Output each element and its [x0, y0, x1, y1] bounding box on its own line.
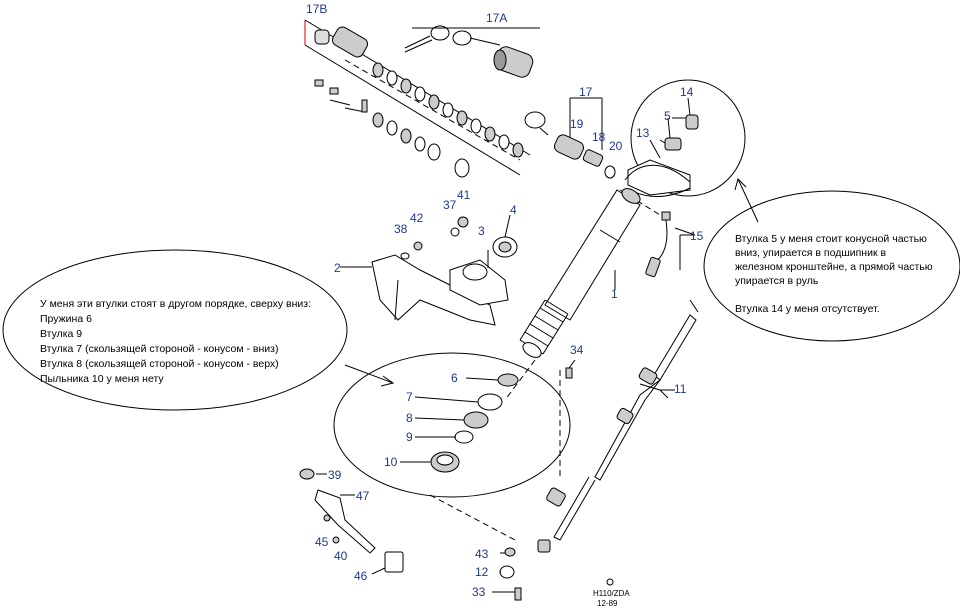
top-right-ellipse	[630, 79, 746, 197]
label-45: 45	[315, 535, 329, 549]
stamp-icon	[606, 578, 614, 586]
label-20: 20	[609, 139, 623, 153]
label-33: 33	[472, 585, 486, 599]
label-7: 7	[406, 390, 413, 404]
label-9: 9	[406, 430, 413, 444]
intermediate-shaft	[537, 299, 699, 553]
stamp-code: H110/ZDA	[593, 589, 630, 598]
label-17: 17	[579, 85, 593, 99]
label-37: 37	[443, 198, 457, 212]
label-10: 10	[384, 455, 398, 469]
label-47: 47	[356, 489, 370, 503]
bushing-group-ellipse	[333, 352, 571, 498]
label-46: 46	[354, 569, 368, 583]
right-note-line: Втулка 14 у меня отсутствует.	[735, 303, 880, 315]
right-note-ellipse	[703, 190, 960, 342]
steering-column-tube	[519, 188, 641, 358]
label-18: 18	[592, 130, 606, 144]
left-note-arrow	[344, 364, 395, 387]
right-note-line: железном кронштейне, а прямой частью	[735, 261, 933, 273]
part-labels: 17В 17А 17 19 18 20 14 5 13 15 41 37 42 …	[306, 2, 704, 599]
right-note-line	[735, 288, 933, 302]
left-note-ellipse	[2, 249, 348, 411]
left-note-line: Пыльника 10 у меня нету	[40, 373, 164, 385]
lower-bracket	[371, 216, 518, 326]
bolt-34	[565, 367, 573, 379]
lever-bracket	[299, 468, 404, 573]
label-40: 40	[334, 549, 348, 563]
assembly-dashed-lines	[344, 59, 661, 541]
label-1: 1	[611, 287, 618, 301]
label-3: 3	[478, 224, 485, 238]
label-34: 34	[570, 343, 584, 357]
stamp-date: 12-89	[597, 599, 618, 608]
label-14: 14	[680, 85, 694, 99]
right-note-line: упирается в руль	[735, 275, 819, 287]
label-42: 42	[410, 211, 424, 225]
label-41: 41	[457, 188, 471, 202]
label-8: 8	[406, 411, 413, 425]
left-note-line: Пружина 6	[40, 313, 92, 325]
left-note: У меня эти втулки стоят в другом порядке…	[40, 297, 311, 387]
label-43: 43	[475, 547, 489, 561]
label-11: 11	[674, 382, 687, 396]
label-12: 12	[475, 565, 489, 579]
label-17b: 17В	[306, 2, 327, 16]
label-19: 19	[570, 117, 584, 131]
label-6: 6	[451, 371, 458, 385]
leader-lines	[316, 97, 696, 593]
bushing-stack	[430, 373, 519, 473]
left-note-line: Втулка 7 (скользящей стороной - конусом …	[40, 343, 279, 355]
label-4: 4	[510, 203, 517, 217]
right-note-arrow	[734, 178, 759, 223]
right-note: Втулка 5 у меня стоит конусной частью вн…	[735, 232, 933, 316]
label-2: 2	[334, 261, 341, 275]
cable-harness	[645, 211, 671, 278]
right-note-line: вниз, упирается в подшипник в	[735, 247, 887, 259]
label-38: 38	[394, 222, 408, 236]
label-5: 5	[664, 109, 671, 123]
switch-parts	[524, 97, 616, 179]
label-17a: 17А	[486, 11, 507, 25]
left-note-line: Втулка 9	[40, 328, 83, 340]
label-39: 39	[328, 468, 342, 482]
right-note-line: Втулка 5 у меня стоит конусной частью	[735, 233, 927, 245]
label-15: 15	[690, 229, 704, 243]
left-note-line: У меня эти втулки стоят в другом порядке…	[40, 298, 312, 310]
lock-cylinder-parts	[304, 19, 531, 178]
label-13: 13	[636, 126, 650, 140]
left-note-line: Втулка 8 (скользящей стороной - конусом …	[40, 358, 279, 370]
keys-and-lock	[404, 25, 540, 78]
